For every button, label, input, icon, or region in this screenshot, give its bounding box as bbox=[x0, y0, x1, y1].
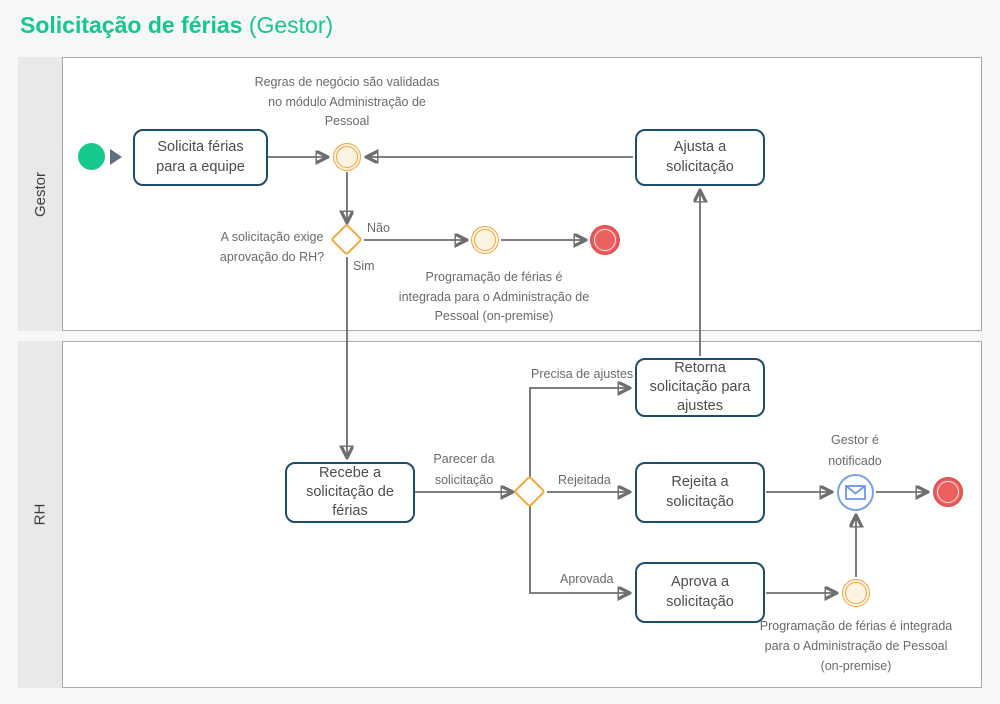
task-ajusta-solicitacao[interactable]: Ajusta a solicitação bbox=[635, 129, 765, 186]
page-title: Solicitação de férias (Gestor) bbox=[20, 12, 333, 39]
play-icon bbox=[110, 149, 122, 165]
edge-label-rejeitada: Rejeitada bbox=[558, 473, 611, 487]
task-label: Solicita férias para a equipe bbox=[156, 139, 245, 175]
start-event[interactable] bbox=[78, 143, 105, 170]
edge-label-precisa-ajustes: Precisa de ajustes bbox=[531, 367, 634, 381]
task-rejeita-solicitacao[interactable]: Rejeita a solicitação bbox=[635, 462, 765, 523]
task-label: Rejeita a solicitação bbox=[666, 474, 734, 510]
end-event-gestor[interactable] bbox=[590, 225, 620, 255]
lane-header-rh: RH bbox=[18, 341, 62, 688]
annotation-regras: Regras de negócio são validadas no módul… bbox=[254, 75, 440, 128]
end-event-inner-ring bbox=[594, 229, 616, 251]
intermediate-event-regras[interactable] bbox=[333, 143, 361, 171]
edge-label-aprovada: Aprovada bbox=[560, 572, 614, 586]
lane-header-gestor: Gestor bbox=[18, 57, 62, 331]
end-event-rh[interactable] bbox=[933, 477, 963, 507]
page-title-main: Solicitação de férias bbox=[20, 12, 243, 38]
edge-label-sim: Sim bbox=[353, 259, 375, 273]
intermediate-event-integracao-nao[interactable] bbox=[471, 226, 499, 254]
annotation-integracao-aprovada: Programação de férias é integrada para o… bbox=[759, 619, 953, 673]
task-label: Aprova a solicitação bbox=[666, 574, 734, 610]
task-label: Recebe a solicitação de férias bbox=[306, 464, 394, 520]
edge-label-nao: Não bbox=[367, 221, 390, 235]
annotation-gestor-notificado: Gestor é notificado bbox=[828, 433, 882, 468]
task-retorna-solicitacao[interactable]: Retorna solicitação para ajustes bbox=[635, 358, 765, 417]
page-title-suffix: (Gestor) bbox=[248, 12, 334, 38]
message-event-notificacao[interactable] bbox=[837, 474, 874, 511]
lane-label-rh: RH bbox=[31, 503, 49, 526]
intermediate-event-inner-ring bbox=[336, 146, 358, 168]
task-label: Ajusta a solicitação bbox=[666, 139, 734, 175]
annotation-integracao-nao: Programação de férias é integrada para o… bbox=[398, 270, 590, 323]
task-aprova-solicitacao[interactable]: Aprova a solicitação bbox=[635, 562, 765, 623]
lane-label-gestor: Gestor bbox=[31, 171, 49, 217]
lane-body-gestor bbox=[62, 57, 982, 331]
edge-label-parecer: Parecer da solicitação bbox=[433, 452, 495, 487]
lane-body-rh bbox=[62, 341, 982, 688]
intermediate-event-integracao-aprovada[interactable] bbox=[842, 579, 870, 607]
gateway-question-label: A solicitação exige aprovação do RH? bbox=[219, 230, 325, 264]
intermediate-event-inner-ring bbox=[845, 582, 867, 604]
intermediate-event-inner-ring bbox=[474, 229, 496, 251]
end-event-inner-ring bbox=[937, 481, 959, 503]
task-label: Retorna solicitação para ajustes bbox=[649, 359, 751, 415]
task-recebe-solicitacao[interactable]: Recebe a solicitação de férias bbox=[285, 462, 415, 523]
envelope-icon bbox=[845, 485, 866, 500]
task-solicita-ferias[interactable]: Solicita férias para a equipe bbox=[133, 129, 268, 186]
